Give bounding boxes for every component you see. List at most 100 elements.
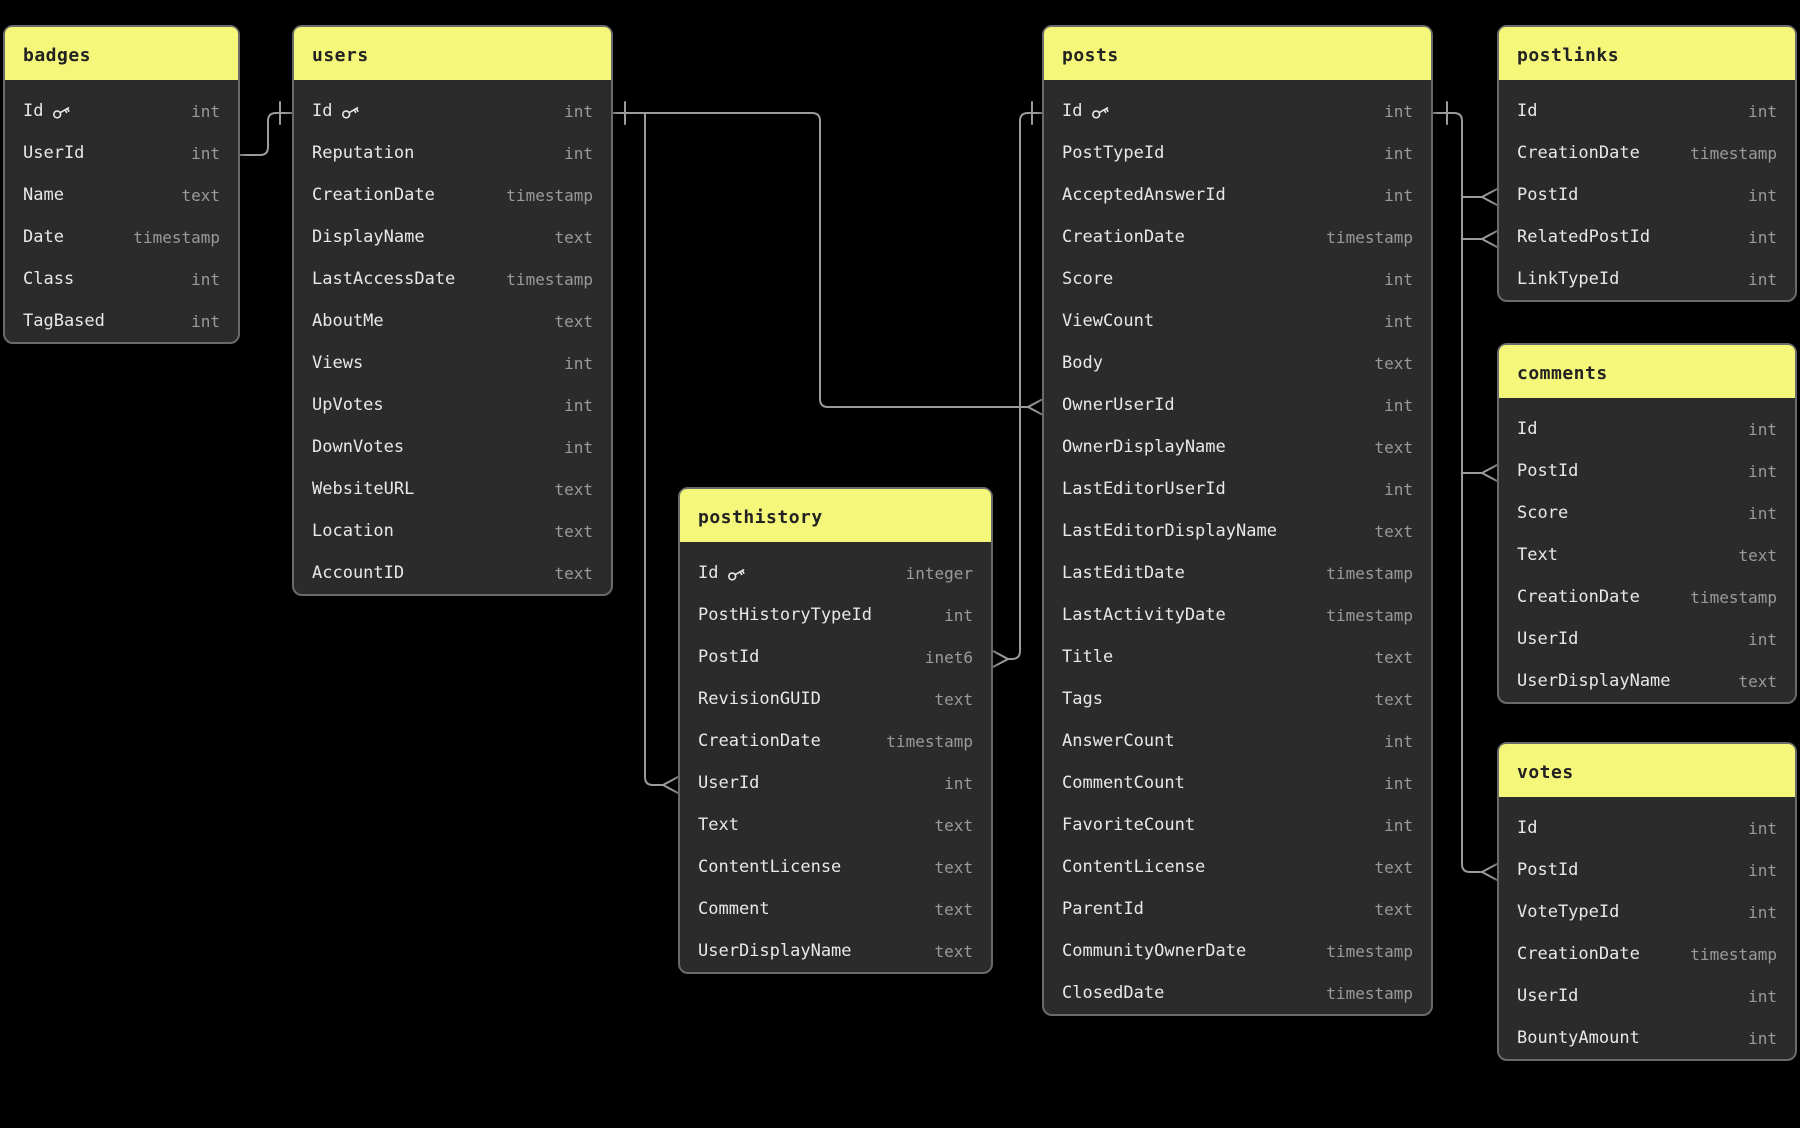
column-row-badges-UserId[interactable]: UserId int bbox=[5, 132, 238, 174]
column-name: RevisionGUID bbox=[698, 689, 821, 709]
table-header-comments[interactable]: comments bbox=[1499, 345, 1795, 398]
column-name: PostHistoryTypeId bbox=[698, 605, 872, 625]
column-name-text: AccountID bbox=[312, 563, 405, 583]
column-type: int bbox=[191, 143, 220, 163]
column-name: UserId bbox=[23, 143, 84, 163]
table-header-votes[interactable]: votes bbox=[1499, 744, 1795, 797]
column-name-text: ParentId bbox=[1062, 899, 1144, 919]
column-type: text bbox=[554, 227, 593, 247]
column-name-text: Id bbox=[1062, 101, 1083, 121]
table-title: comments bbox=[1517, 363, 1608, 384]
column-name-text: PostId bbox=[1517, 860, 1579, 880]
table-header-users[interactable]: users bbox=[294, 27, 611, 80]
table-header-posthistory[interactable]: posthistory bbox=[680, 489, 991, 542]
primary-key-icon bbox=[53, 106, 71, 119]
table-header-badges[interactable]: badges bbox=[5, 27, 238, 80]
many-marker-crow-foot bbox=[662, 776, 679, 794]
table-title: postlinks bbox=[1517, 45, 1620, 66]
table-header-postlinks[interactable]: postlinks bbox=[1499, 27, 1795, 80]
column-type: timestamp bbox=[506, 269, 593, 289]
table-header-posts[interactable]: posts bbox=[1044, 27, 1431, 80]
column-name: Id bbox=[1517, 419, 1537, 439]
column-name-text: CreationDate bbox=[1517, 944, 1640, 964]
column-name: Id bbox=[1517, 101, 1537, 121]
